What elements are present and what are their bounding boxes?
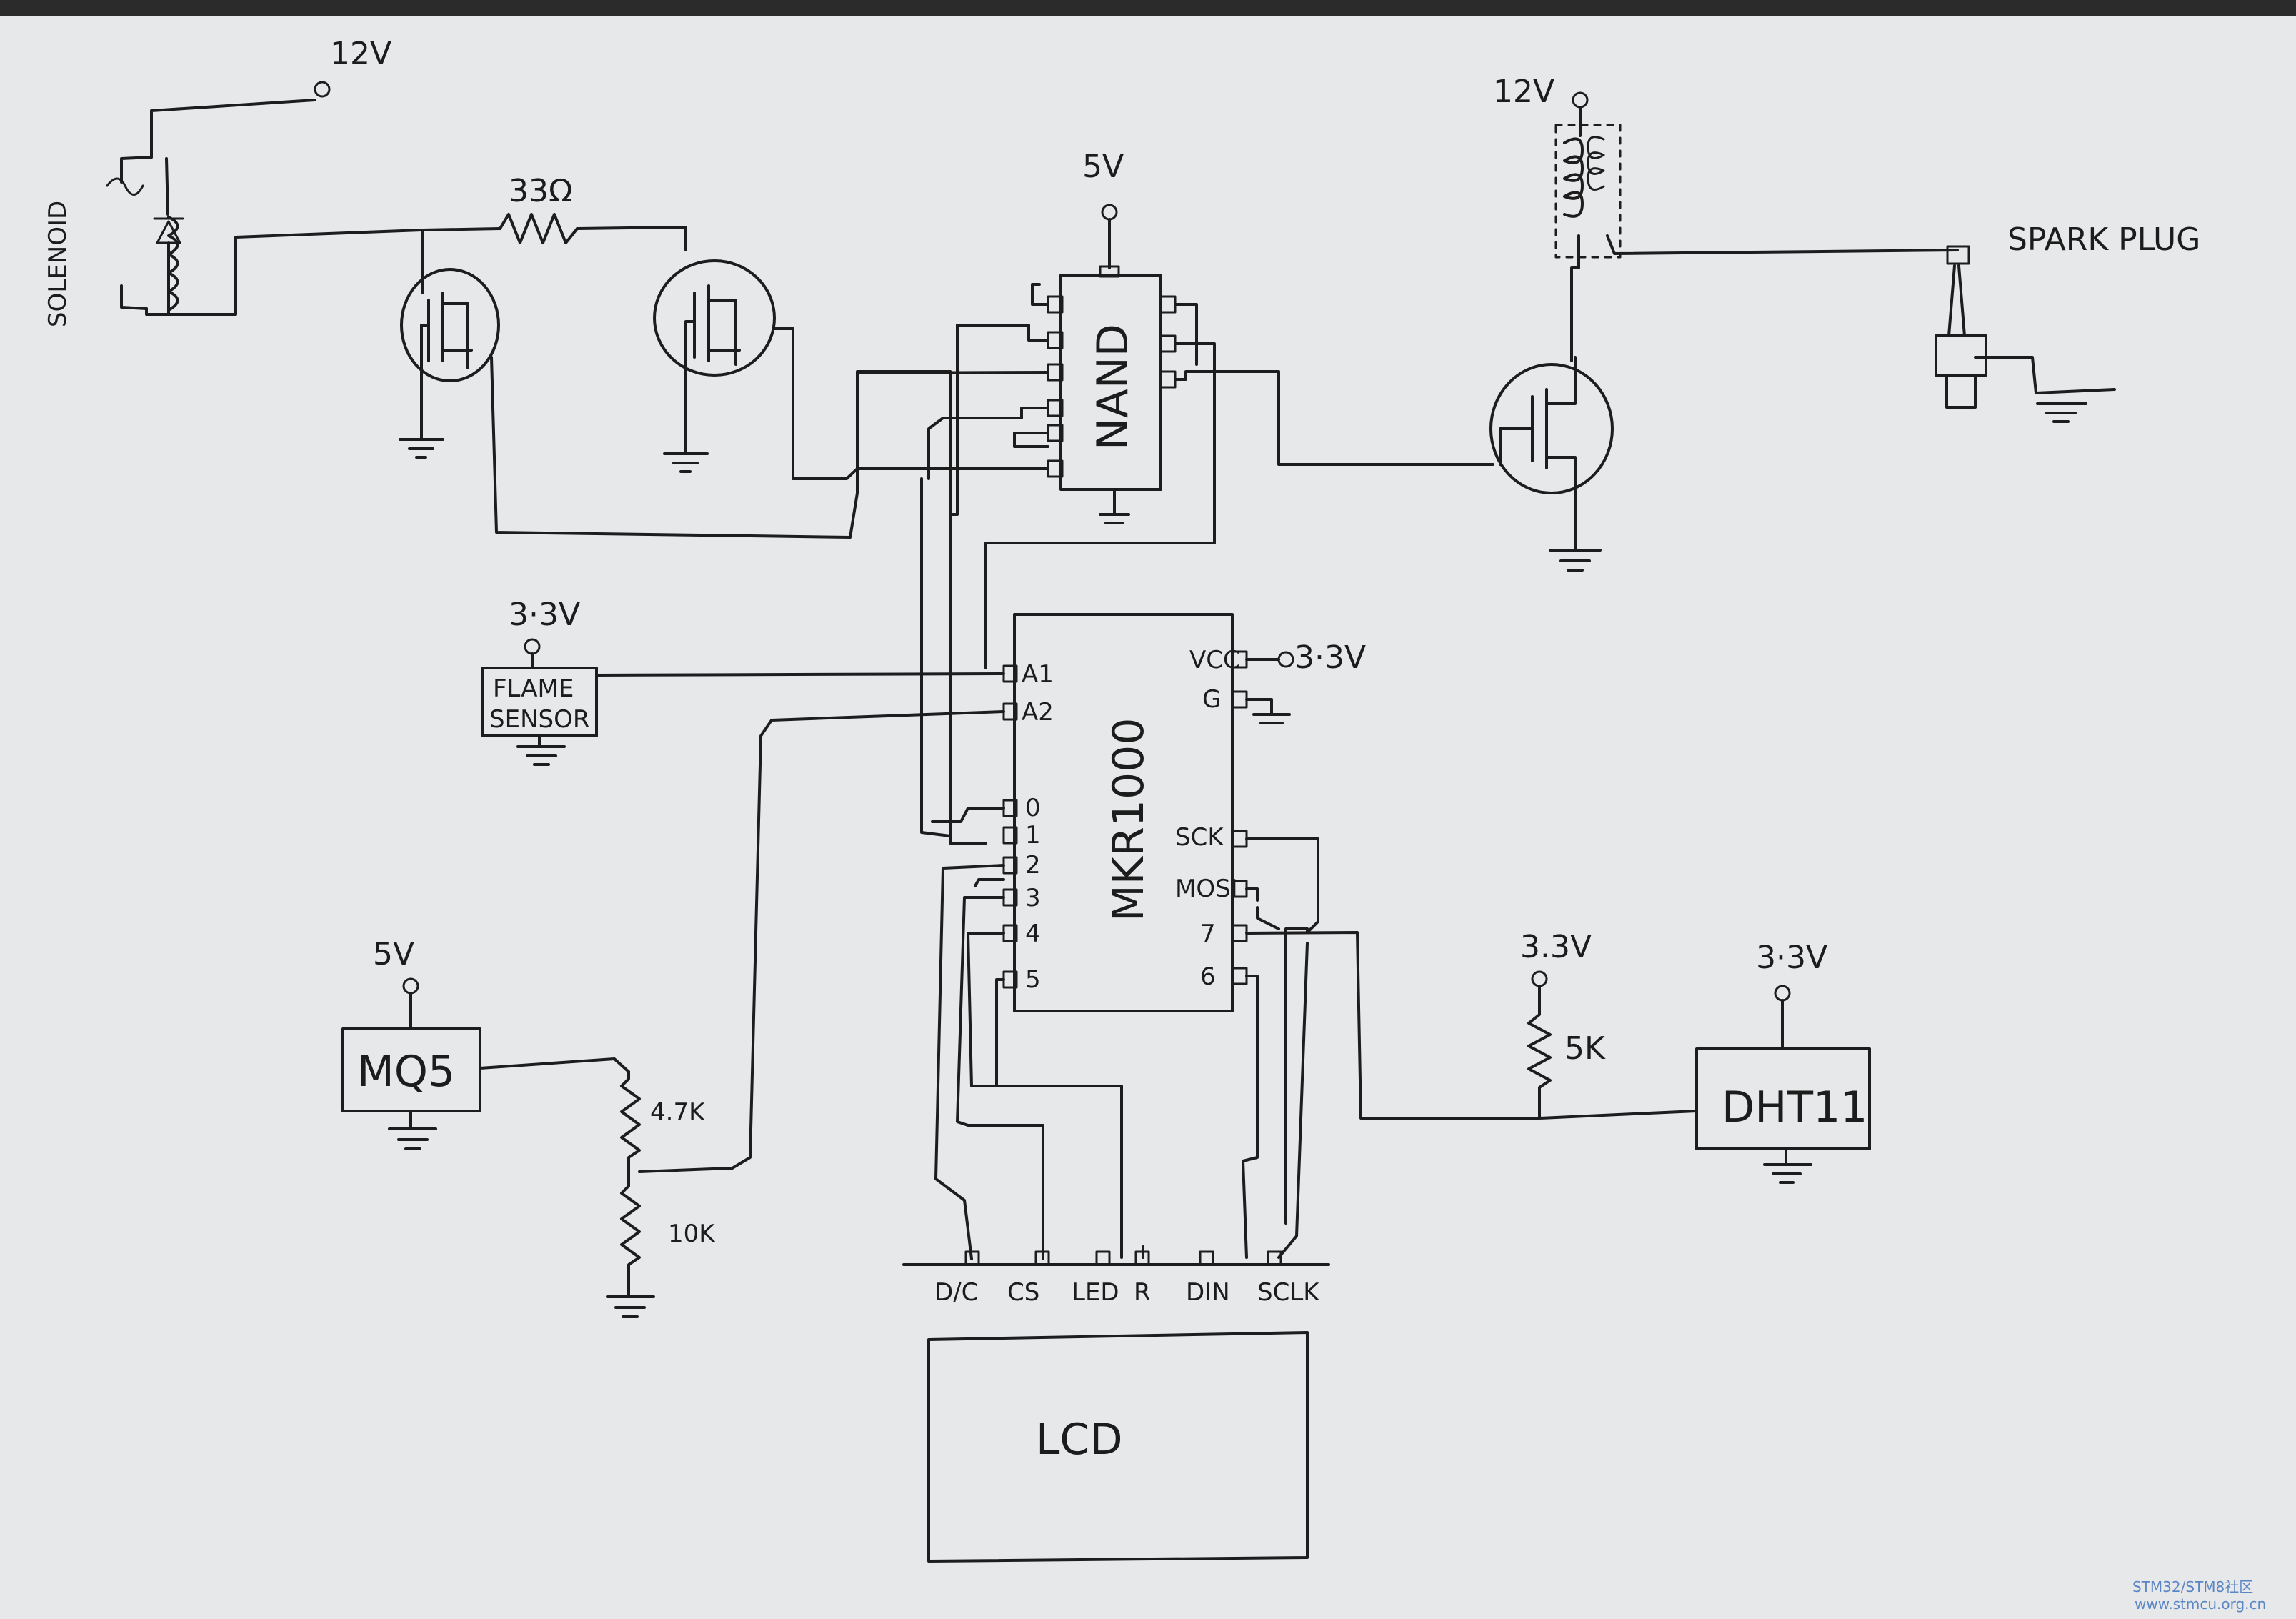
nand-label: NAND [1088,324,1138,450]
pin-g-label: G [1202,685,1221,714]
mkr1000-label: MKR1000 [1104,718,1154,922]
lcd-pin-din-label: DIN [1186,1278,1230,1307]
vcc-supply-label: 3·3V [1294,639,1366,676]
solenoid-section: 12V SOLENOID [44,36,423,327]
pin-0-label: 0 [1025,794,1041,822]
flame-supply-label: 3·3V [509,597,580,633]
resistor-33-label: 33Ω [509,173,573,209]
lcd-pin-sclk-label: SCLK [1257,1278,1320,1307]
pullup-supply-label: 3.3V [1520,929,1592,965]
mosfet-2 [653,259,848,480]
dht11-supply-label: 3·3V [1756,940,1827,976]
pin-7-label: 7 [1200,920,1216,948]
mq5-supply-label: 5V [373,936,414,972]
supply-5v-nand-label: 5V [1082,149,1124,185]
dht11-label: DHT11 [1722,1082,1867,1132]
pin-sck-label: SCK [1175,823,1224,852]
pin-6-label: 6 [1200,962,1216,991]
resistor-5k-label: 5K [1564,1030,1606,1067]
lcd-pin-dc-label: D/C [934,1278,978,1307]
resistor-33-ohm: 33Ω [421,173,687,251]
pin-a2-label: A2 [1022,698,1054,727]
pin-1-label: 1 [1025,821,1041,850]
solenoid-label: SOLENOID [44,201,72,327]
mosfet-3 [1489,356,1614,572]
pin-4-label: 4 [1025,920,1041,948]
dht11-sensor: 3.3V 5K 3·3V DHT11 [1245,929,1871,1184]
resistor-10k-label: 10K [668,1220,716,1248]
watermark: STM32/STM8社区 www.stmcu.org.cn [2132,1578,2266,1613]
resistor-47k-label: 4.7K [650,1098,706,1127]
spark-plug-label: SPARK PLUG [2007,221,2200,258]
supply-12v-left-label: 12V [330,36,391,72]
pin-mosi-label: MOSI [1175,875,1238,903]
mq5-sensor: 5V MQ5 4.7K 10K [341,936,716,1318]
ignition-section: 12V SPARK PLUG [1493,74,2200,423]
lcd-label: LCD [1036,1415,1123,1465]
pin-2-label: 2 [1025,851,1041,880]
mosfet-1 [399,229,500,459]
flame-sensor-label-1: FLAME [493,674,574,703]
lcd-pin-r-label: R [1134,1278,1151,1307]
pin-3-label: 3 [1025,884,1041,912]
pin-5-label: 5 [1025,965,1041,994]
pin-a1-label: A1 [1022,660,1054,689]
flame-sensor: 3·3V FLAME SENSOR [481,597,1005,766]
mq5-label: MQ5 [357,1047,455,1097]
supply-12v-right-label: 12V [1493,74,1554,110]
lcd-display: D/C CS LED R DIN SCLK LCD [902,1250,1330,1563]
mcu-right-pins: VCC 3·3V G SCK MOSI 7 6 [1175,639,1366,991]
watermark-line-1: STM32/STM8社区 [2132,1578,2253,1595]
nand-gate: 5V NAND [845,149,1494,669]
lcd-pin-led-label: LED [1072,1278,1119,1307]
flame-sensor-label-2: SENSOR [489,705,589,734]
lcd-pin-cs-label: CS [1007,1278,1039,1307]
watermark-line-2: www.stmcu.org.cn [2135,1595,2266,1613]
